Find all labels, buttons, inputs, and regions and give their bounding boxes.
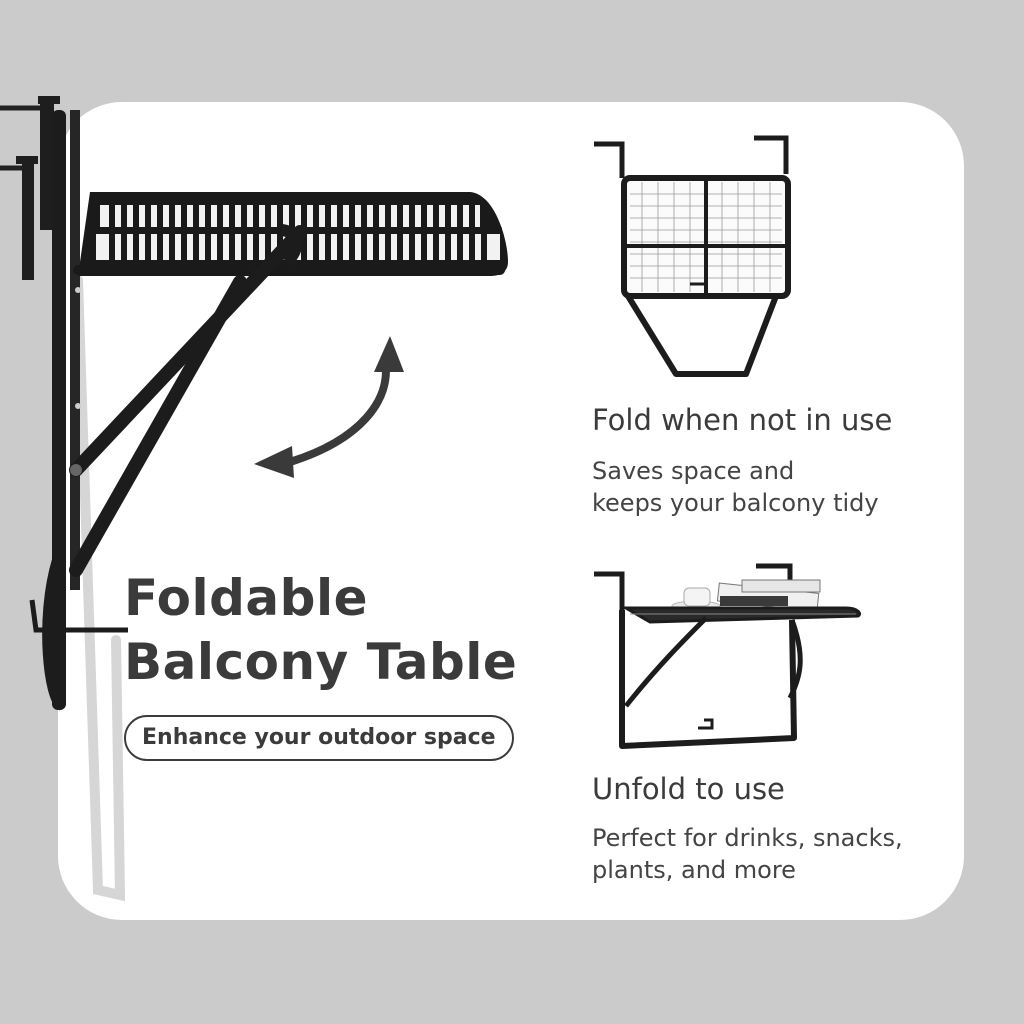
unfold-feature-desc: Perfect for drinks, snacks, plants, and … — [592, 822, 903, 886]
tagline-badge: Enhance your outdoor space — [124, 715, 514, 761]
title-line-1: Foldable — [124, 569, 368, 627]
unfold-desc-line-2: plants, and more — [592, 856, 796, 884]
unfolded-table-image — [594, 563, 861, 749]
unfold-desc-line-1: Perfect for drinks, snacks, — [592, 824, 903, 852]
fold-desc-line-1: Saves space and — [592, 457, 795, 485]
fold-feature-title: Fold when not in use — [592, 403, 893, 437]
fold-desc-line-2: keeps your balcony tidy — [592, 489, 879, 517]
title-line-2: Balcony Table — [124, 633, 518, 691]
table-top — [73, 192, 508, 276]
fold-arrow-icon — [254, 336, 404, 478]
fold-feature-desc: Saves space and keeps your balcony tidy — [592, 455, 879, 519]
unfold-feature-title: Unfold to use — [592, 772, 785, 806]
folded-table-image — [594, 135, 791, 377]
product-title: Foldable Balcony Table — [124, 566, 517, 694]
support-braces — [69, 224, 307, 577]
